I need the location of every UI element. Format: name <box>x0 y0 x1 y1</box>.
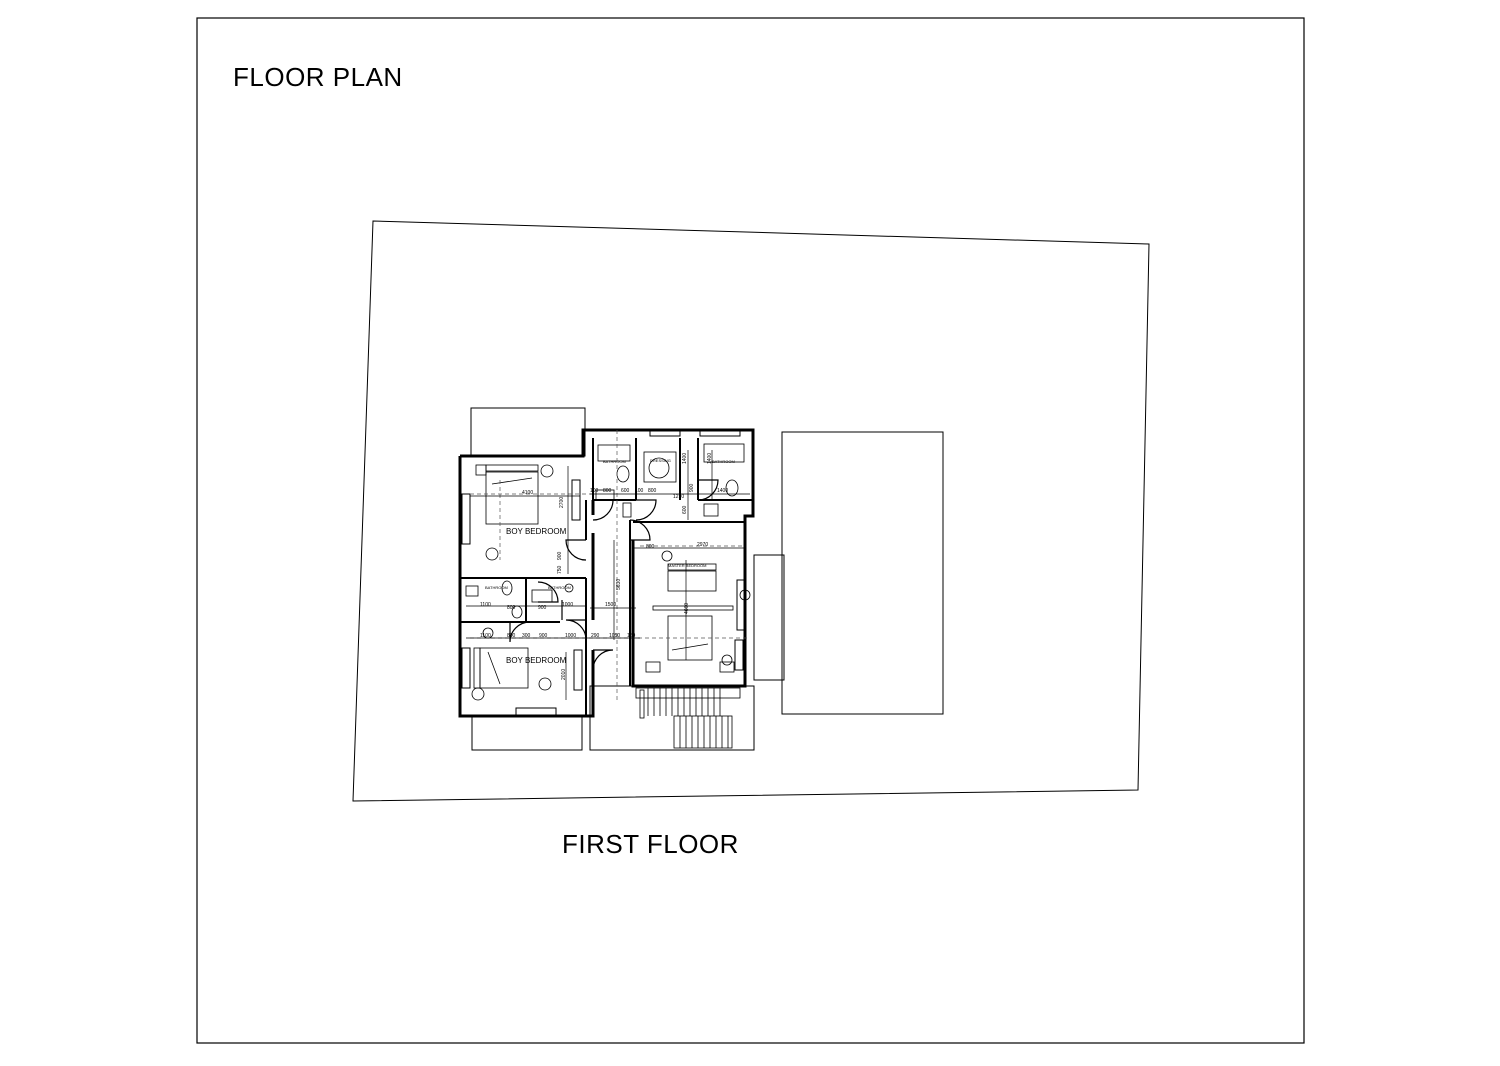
room-label-dressing: DRESSING <box>650 458 671 463</box>
room-label-boy-bedroom-bottom: BOY BEDROOM <box>506 656 567 665</box>
building-walls <box>458 428 755 718</box>
dim-290: 290 <box>591 633 600 639</box>
site-boundary <box>352 220 1150 802</box>
dim-600b: 600 <box>682 505 688 514</box>
dim-2010: 2010 <box>561 669 567 680</box>
sheet-border <box>196 17 1305 1044</box>
dimension-lines <box>466 450 750 700</box>
room-label-bathroom-4: BATHROOM <box>548 585 571 590</box>
dim-900d: 900 <box>557 551 563 560</box>
dim-2700: 2700 <box>559 497 565 508</box>
dim-900b: 900 <box>538 605 547 611</box>
dim-750: 750 <box>557 565 563 574</box>
dim-4100: 4100 <box>522 490 533 496</box>
dim-5630: 5630 <box>616 579 622 590</box>
dim-4660: 4660 <box>684 603 690 614</box>
dim-1050: 1050 <box>609 633 620 639</box>
sheet-title: FLOOR PLAN <box>233 62 403 92</box>
room-label-bathroom-1: BATHROOM <box>603 459 626 464</box>
dim-1400a: 1400 <box>682 453 688 464</box>
dim-1000b: 1000 <box>565 633 576 639</box>
dim-800e: 800 <box>507 633 516 639</box>
dim-900a: 900 <box>689 483 695 492</box>
staircase <box>635 687 741 749</box>
bottom-left-balcony <box>471 715 583 751</box>
dim-900c: 900 <box>539 633 548 639</box>
dim-800d: 800 <box>507 605 516 611</box>
room-label-master-bedroom: MASTER BEDROOM <box>668 563 706 568</box>
dim-1400b: 1400 <box>707 453 713 464</box>
top-balcony <box>470 407 586 457</box>
windows <box>461 429 746 717</box>
dim-1400c: 1400 <box>717 488 728 494</box>
dim-100b: 100 <box>635 488 644 494</box>
adjacent-block <box>781 431 944 715</box>
dim-1100b: 1100 <box>480 633 491 639</box>
dim-160: 160 <box>627 633 636 639</box>
room-label-boy-bedroom-top: BOY BEDROOM <box>506 527 567 536</box>
dim-1270: 1270 <box>673 494 684 500</box>
floor-title: FIRST FLOOR <box>562 829 739 859</box>
dim-1100a: 1100 <box>480 602 491 608</box>
dim-300: 300 <box>522 633 531 639</box>
right-balcony <box>753 554 785 681</box>
dim-1000a: 1000 <box>562 602 573 608</box>
dim-800c: 800 <box>646 544 655 550</box>
interior-partitions <box>460 438 753 716</box>
dim-600: 600 <box>621 488 630 494</box>
dim-800b: 800 <box>648 488 657 494</box>
room-label-bathroom-2: BATHROOM <box>712 459 735 464</box>
dim-800a: 800 <box>603 488 612 494</box>
dim-100a: 100 <box>590 488 599 494</box>
dim-2970: 2970 <box>697 542 708 548</box>
room-label-bathroom-3: BATHROOM <box>485 585 508 590</box>
dim-1500: 1500 <box>605 602 616 608</box>
